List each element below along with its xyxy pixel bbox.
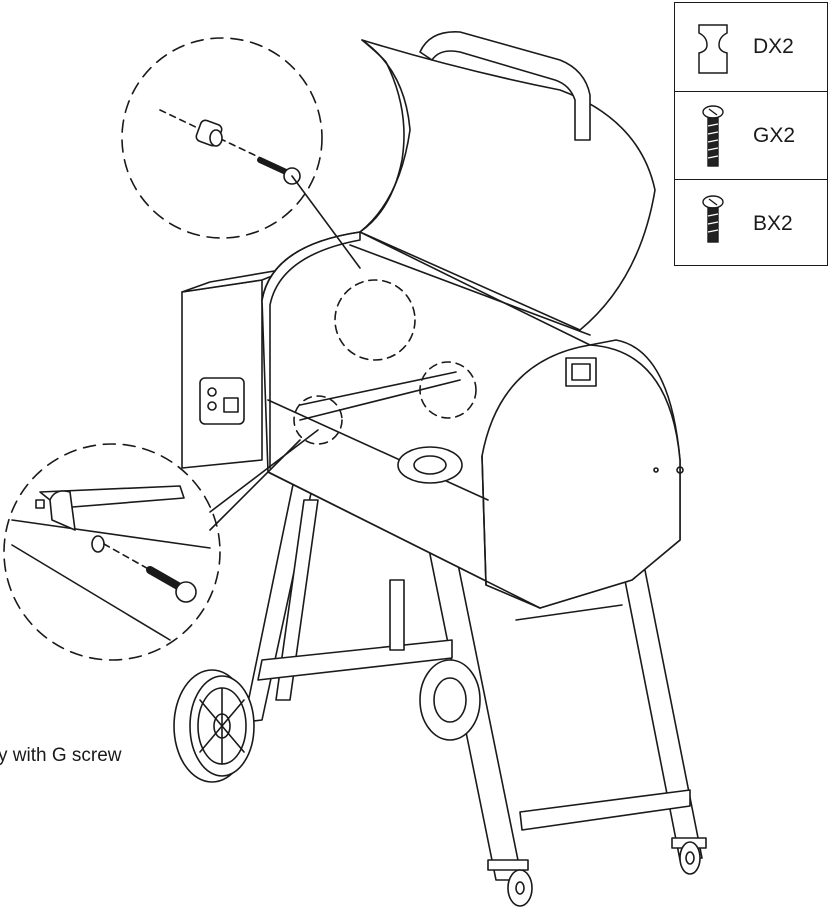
parts-label-d: DX2 — [753, 35, 794, 58]
detail-bubble-top — [121, 37, 361, 269]
long-screw-icon — [702, 105, 724, 167]
instruction-caption: y with G screw — [0, 745, 122, 766]
detail-bubble-center — [293, 279, 477, 445]
rear-wheel — [419, 659, 481, 741]
short-screw-icon — [702, 195, 724, 243]
parts-row-g: GX2 — [675, 91, 827, 179]
detail-bubble-bottom — [3, 429, 319, 661]
parts-list: DX2 GX2 — [674, 2, 828, 266]
open-lid — [359, 31, 656, 331]
parts-row-b: BX2 — [675, 179, 827, 267]
parts-label-g: GX2 — [753, 124, 796, 147]
parts-label-b: BX2 — [753, 212, 793, 235]
hopper-box — [181, 267, 293, 469]
barrel-body — [261, 231, 684, 609]
large-wheel — [173, 669, 255, 783]
wood-knob-icon — [698, 24, 728, 74]
parts-row-d: DX2 — [675, 3, 827, 91]
caster-wheels — [487, 837, 707, 907]
